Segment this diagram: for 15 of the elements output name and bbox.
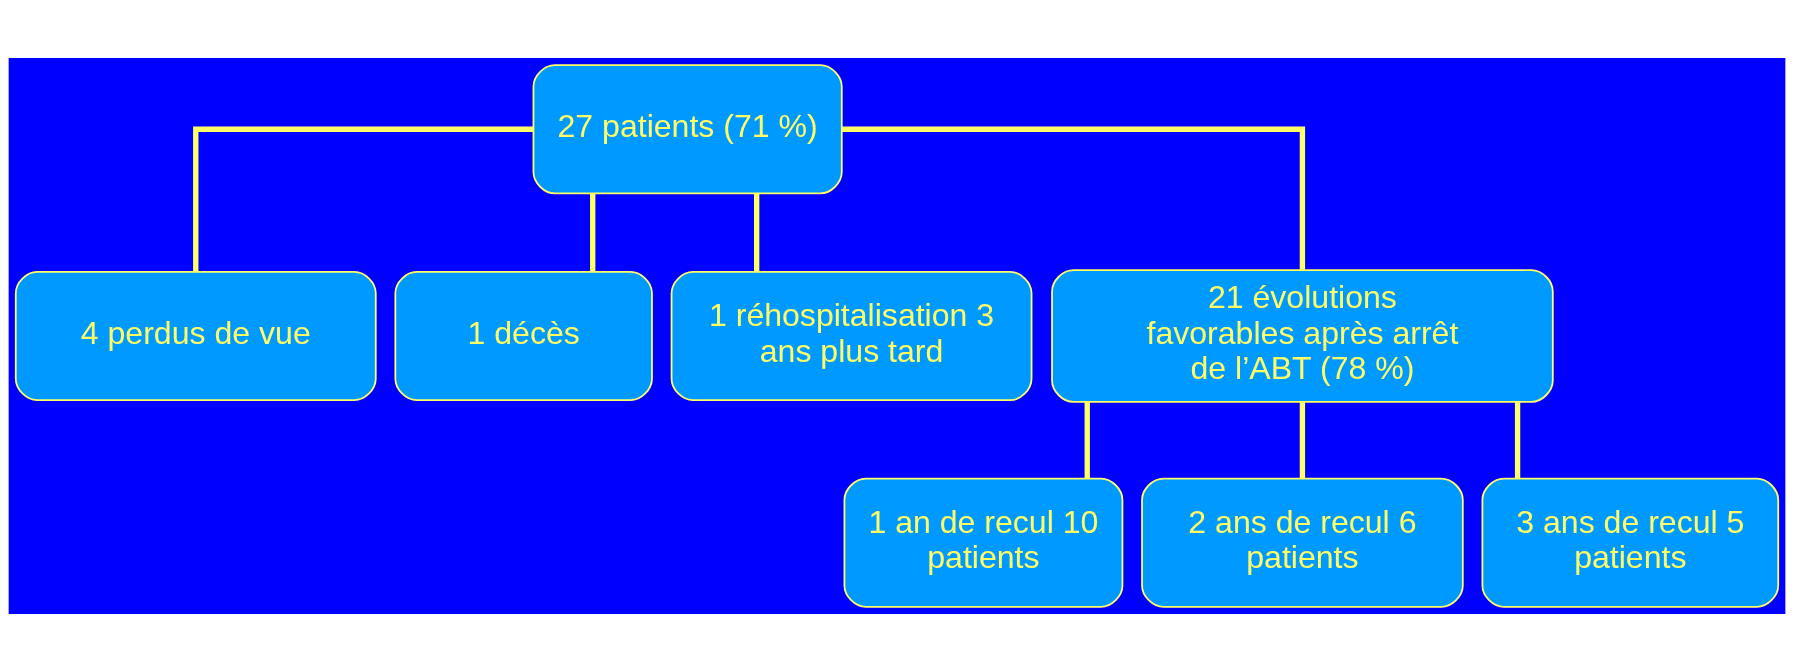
node-box: 3 ans de recul 5 patients [1481,477,1780,608]
node-box: 21 évolutions favorables après arrêt de l’ABT (78 %) [1051,269,1554,403]
connector [1084,401,1090,479]
node-box: 2 ans de recul 6 patients [1141,477,1464,608]
node-box: 1 décès [394,270,653,402]
node-box: 27 patients (71 %) [532,64,843,195]
connector [1514,401,1521,479]
connector [1299,401,1306,479]
node-box: 1 an de recul 10 patients [843,477,1124,608]
connector [590,193,596,272]
connector [841,126,1306,271]
connector [754,193,760,272]
connector [193,126,534,272]
node-box: 4 perdus de vue [14,270,377,402]
node-box: 1 réhospitalisation 3 ans plus tard [670,270,1033,402]
